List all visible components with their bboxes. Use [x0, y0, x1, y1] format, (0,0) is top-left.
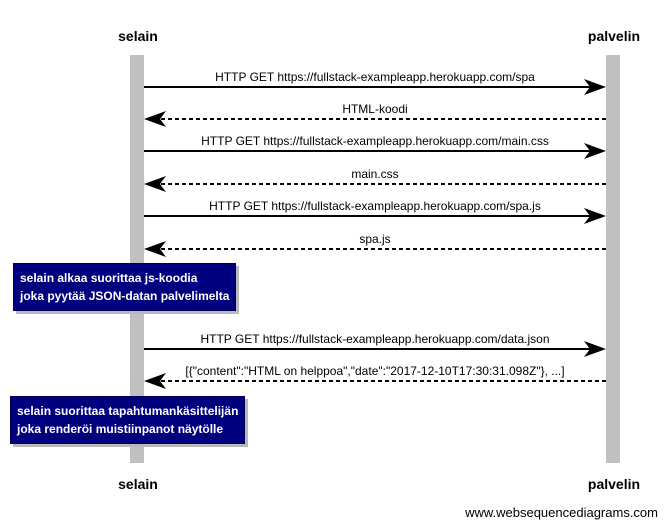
- lifeline-selain: [130, 55, 144, 463]
- arrowhead-2: [144, 111, 166, 127]
- message-label-1: HTTP GET https://fullstack-exampleapp.he…: [215, 70, 535, 84]
- actor-palvelin-bottom: palvelin: [587, 476, 641, 492]
- actor-palvelin-top: palvelin: [587, 28, 641, 44]
- note-line: selain alkaa suorittaa js-koodia: [20, 271, 198, 285]
- lifeline-palvelin: [606, 55, 620, 463]
- message-label-6: spa.js: [359, 232, 391, 246]
- arrowhead-6: [144, 241, 166, 257]
- arrowhead-5: [584, 208, 606, 224]
- note-line: selain suorittaa tapahtumankäsittelijän: [17, 404, 239, 418]
- watermark-link[interactable]: www.websequencediagrams.com: [465, 505, 658, 520]
- message-label-5: HTTP GET https://fullstack-exampleapp.he…: [209, 199, 541, 213]
- message-label-3: HTTP GET https://fullstack-exampleapp.he…: [201, 134, 549, 148]
- message-label-4: main.css: [351, 167, 399, 181]
- note-js-execution: selain alkaa suorittaa js-koodia joka py…: [13, 263, 237, 311]
- arrowhead-1: [584, 79, 606, 95]
- message-label-2: HTML-koodi: [342, 102, 408, 116]
- message-label-7: HTTP GET https://fullstack-exampleapp.he…: [200, 332, 550, 346]
- arrowhead-7: [584, 341, 606, 357]
- note-event-handler: selain suorittaa tapahtumankäsittelijän …: [10, 396, 246, 444]
- message-label-8: [{"content":"HTML on helppoa","date":"20…: [185, 364, 565, 378]
- note-line: joka pyytää JSON-datan palvelimelta: [20, 289, 230, 303]
- note-line: joka renderöi muistiinpanot näytölle: [17, 422, 224, 436]
- actor-selain-top: selain: [118, 28, 158, 44]
- actor-selain-bottom: selain: [118, 476, 158, 492]
- arrowhead-3: [584, 143, 606, 159]
- arrowhead-4: [144, 176, 166, 192]
- arrowhead-8: [144, 373, 166, 389]
